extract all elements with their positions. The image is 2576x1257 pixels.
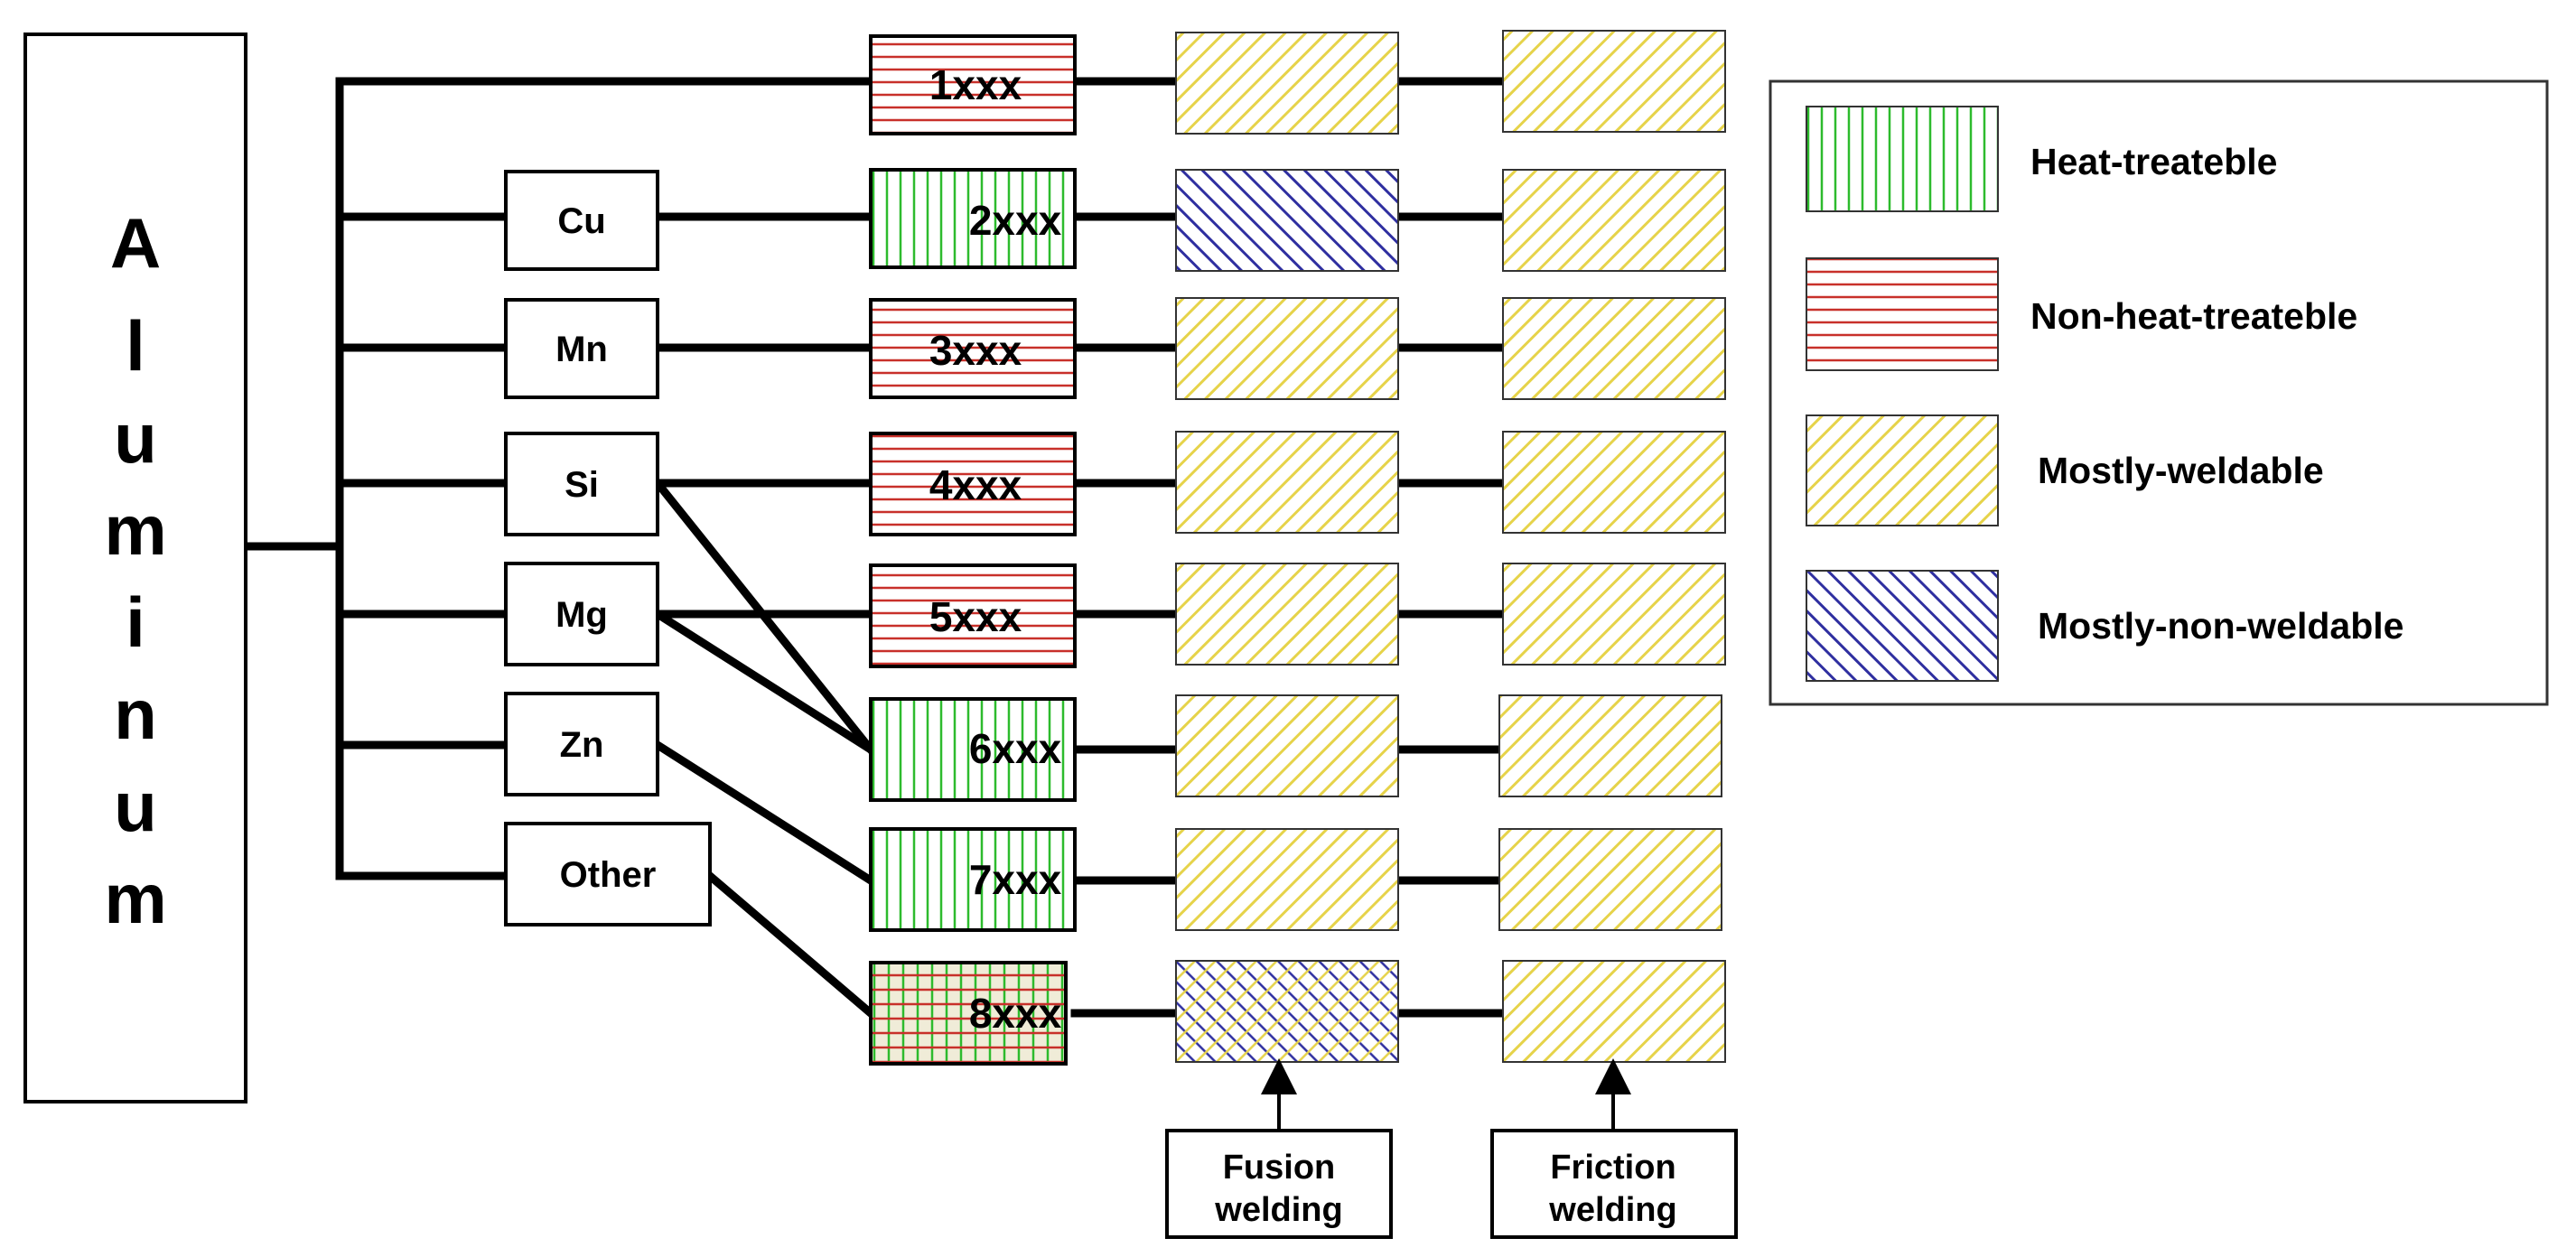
- legend-label: Mostly-non-weldable: [2038, 605, 2403, 647]
- friction-welding-label: Friction: [1550, 1149, 1675, 1187]
- legend-label: Heat-treateble: [2030, 141, 2277, 182]
- element-box-mn: Mn: [504, 298, 659, 399]
- element-box-cu: Cu: [504, 170, 659, 271]
- friction-box-5xxx: [1502, 563, 1726, 666]
- friction-box-6xxx: [1498, 694, 1722, 797]
- friction-welding-callout: Friction welding: [1490, 1058, 1738, 1239]
- aluminum-letter: m: [104, 859, 166, 938]
- aluminum-letter: A: [110, 203, 161, 283]
- series-box-1xxx: 1xxx: [869, 34, 1077, 135]
- series-label: 5xxx: [929, 593, 1022, 640]
- legend-item-mostly-non-weldable: Mostly-non-weldable: [1806, 570, 2403, 682]
- fusion-box-7xxx: [1175, 828, 1399, 931]
- series-label: 8xxx: [969, 990, 1062, 1037]
- series-box-8xxx: 8xxx: [869, 961, 1068, 1066]
- friction-box-3xxx: [1502, 297, 1726, 400]
- series-box-5xxx: 5xxx: [869, 563, 1077, 668]
- fusion-box-1xxx: [1175, 32, 1399, 135]
- legend: Heat-treateble Non-heat-treateble Mostly…: [1769, 79, 2549, 706]
- fusion-welding-callout: Fusion welding: [1165, 1058, 1393, 1239]
- series-label: 6xxx: [969, 725, 1062, 772]
- element-label: Si: [565, 465, 599, 505]
- legend-swatch: [1806, 106, 1999, 212]
- aluminum-letter: u: [114, 398, 157, 478]
- legend-item-heat-treatable: Heat-treateble: [1806, 106, 2277, 212]
- fusion-weldability-column: [1175, 32, 1399, 1063]
- legend-swatch: [1806, 257, 1999, 371]
- legend-label: Non-heat-treateble: [2030, 295, 2357, 337]
- aluminum-letter: n: [114, 675, 157, 754]
- element-label: Other: [560, 855, 657, 895]
- fusion-box-3xxx: [1175, 297, 1399, 400]
- aluminum-letter: l: [126, 306, 145, 386]
- friction-box-1xxx: [1502, 30, 1726, 133]
- element-label: Mn: [555, 330, 608, 369]
- friction-weldability-column: [1498, 30, 1726, 1063]
- aluminum-letter: i: [126, 582, 145, 662]
- legend-label: Mostly-weldable: [2038, 450, 2324, 491]
- element-label: Mg: [555, 595, 608, 635]
- legend-item-mostly-weldable: Mostly-weldable: [1806, 414, 2324, 526]
- friction-box-2xxx: [1502, 169, 1726, 272]
- aluminum-letter: u: [114, 767, 157, 846]
- element-box-si: Si: [504, 432, 659, 536]
- connector-lines: [241, 77, 1507, 1020]
- friction-welding-label: welding: [1548, 1191, 1676, 1229]
- element-label: Zn: [560, 725, 604, 765]
- series-box-7xxx: 7xxx: [869, 827, 1077, 932]
- series-label: 7xxx: [969, 856, 1062, 903]
- element-box-mg: Mg: [504, 562, 659, 666]
- legend-swatch: [1806, 570, 1999, 682]
- fusion-box-6xxx: [1175, 694, 1399, 797]
- legend-swatch: [1806, 414, 1999, 526]
- element-label: Cu: [557, 201, 605, 241]
- fusion-box-4xxx: [1175, 431, 1399, 534]
- element-box-zn: Zn: [504, 692, 659, 796]
- series-box-2xxx: 2xxx: [869, 168, 1077, 269]
- series-label: 1xxx: [929, 61, 1022, 108]
- fusion-welding-label: welding: [1214, 1191, 1342, 1229]
- aluminum-box: A l u m i n u m: [23, 33, 247, 1103]
- series-box-3xxx: 3xxx: [869, 298, 1077, 399]
- friction-box-8xxx: [1502, 960, 1726, 1063]
- fusion-box-5xxx: [1175, 563, 1399, 666]
- series-label: 2xxx: [969, 197, 1062, 244]
- series-label: 4xxx: [929, 461, 1022, 508]
- fusion-box-2xxx: [1175, 169, 1399, 272]
- series-label: 3xxx: [929, 327, 1022, 374]
- friction-box-7xxx: [1498, 828, 1722, 931]
- fusion-box-8xxx: [1175, 960, 1399, 1063]
- legend-item-non-heat-treatable: Non-heat-treateble: [1806, 257, 2357, 371]
- series-box-6xxx: 6xxx: [869, 697, 1077, 802]
- fusion-welding-label: Fusion: [1223, 1149, 1336, 1187]
- series-box-4xxx: 4xxx: [869, 432, 1077, 536]
- aluminum-letter: m: [104, 490, 166, 570]
- friction-box-4xxx: [1502, 431, 1726, 534]
- element-box-other: Other: [504, 822, 712, 926]
